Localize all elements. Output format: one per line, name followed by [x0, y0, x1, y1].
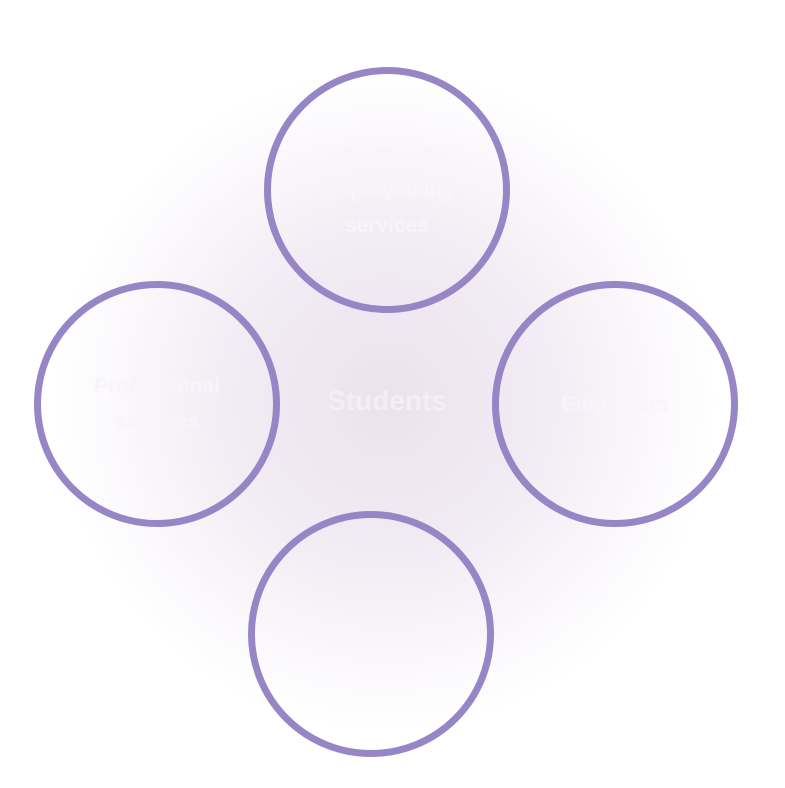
node-professional-services: Professional services: [34, 281, 280, 527]
node-label: Academics: [315, 622, 427, 646]
node-label: Professional services: [93, 375, 221, 433]
node-label: Employers: [561, 392, 669, 416]
node-label: Careers & employability services: [319, 143, 455, 237]
center-label-students: Students: [327, 385, 447, 416]
node-academics: Academics: [248, 511, 494, 757]
node-employers: Employers: [492, 281, 738, 527]
node-careers-employability: Careers & employability services: [264, 67, 510, 313]
